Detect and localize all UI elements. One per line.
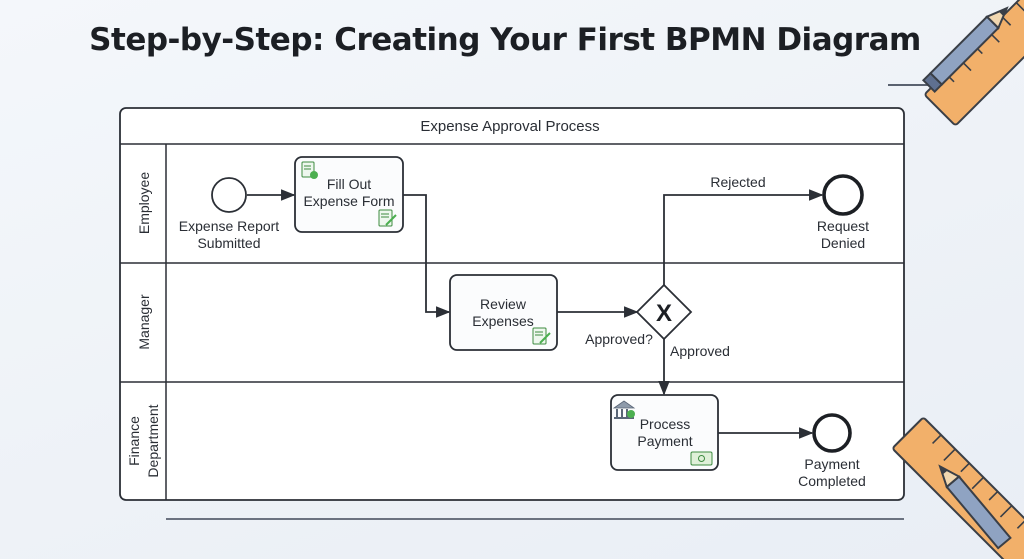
task-review-label-line1: Review — [480, 296, 527, 312]
task-payment-label-line2: Payment — [637, 433, 692, 449]
flow-fill-to-review — [403, 194, 451, 318]
start-event[interactable] — [211, 177, 247, 213]
exclusive-gateway[interactable]: X — [635, 283, 693, 341]
start-event-label-line1: Expense Report — [179, 218, 280, 234]
task-process-payment[interactable]: Process Payment — [610, 394, 719, 471]
lane-manager-label: Manager — [136, 294, 152, 350]
lane-finance-label-line2: Department — [145, 404, 161, 477]
cash-icon — [690, 451, 713, 466]
lane-finance-label: Finance Department — [126, 404, 161, 477]
flow-rejected-label: Rejected — [710, 174, 765, 190]
end-denied-label-line2: Denied — [821, 235, 865, 251]
document-edit-icon — [378, 209, 397, 227]
start-event-label-line2: Submitted — [197, 235, 260, 251]
ruler-pencil-decoration-top — [921, 0, 1024, 126]
bank-icon — [612, 400, 636, 419]
end-event-completed[interactable] — [812, 413, 852, 453]
gateway-x-symbol: X — [656, 300, 672, 327]
task-review-expenses[interactable]: Review Expenses — [449, 274, 558, 351]
footer-divider — [166, 518, 904, 520]
pool-title: Expense Approval Process — [420, 118, 599, 135]
end-event-denied[interactable] — [822, 174, 864, 216]
gateway-label: Approved? — [585, 331, 653, 347]
task-fill-form-label-line2: Expense Form — [303, 193, 394, 209]
lane-finance-label-line1: Finance — [126, 416, 142, 466]
lane-employee-label: Employee — [136, 172, 152, 234]
flow-approved-label: Approved — [670, 343, 730, 359]
task-review-label-line2: Expenses — [472, 313, 533, 329]
header-divider — [888, 84, 936, 86]
task-payment-label-line1: Process — [640, 416, 691, 432]
task-fill-form-label-line1: Fill Out — [327, 176, 371, 192]
form-check-icon — [301, 161, 318, 179]
review-document-icon — [532, 327, 551, 345]
ruler-pencil-decoration-bottom — [892, 417, 1024, 559]
end-completed-label-line1: Payment — [804, 456, 859, 472]
task-fill-form[interactable]: Fill Out Expense Form — [294, 156, 404, 233]
end-denied-label-line1: Request — [817, 218, 869, 234]
sequence-flows — [247, 189, 824, 439]
end-completed-label-line2: Completed — [798, 473, 866, 489]
page-title: Step-by-Step: Creating Your First BPMN D… — [89, 22, 921, 58]
flow-rejected — [663, 189, 824, 285]
